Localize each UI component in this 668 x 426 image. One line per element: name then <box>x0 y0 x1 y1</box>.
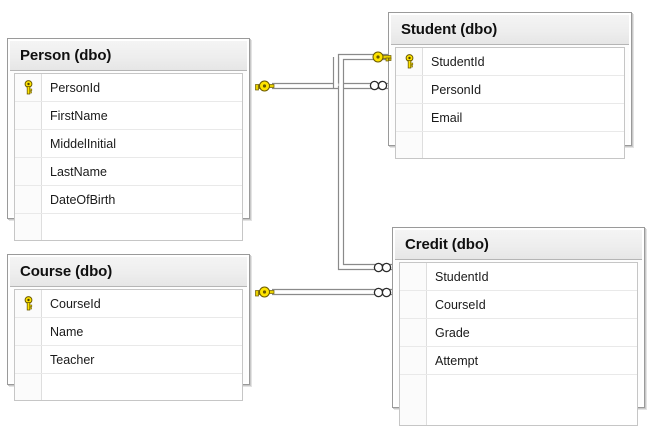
table-columns-person: PersonId FirstName MiddelInitial LastNam… <box>14 73 243 241</box>
entity-table-course[interactable]: Course (dbo) CourseId <box>7 254 250 401</box>
column-name: LastName <box>50 164 107 179</box>
column-name: Name <box>50 324 84 339</box>
column-name: Attempt <box>435 353 479 368</box>
column-row[interactable]: PersonId <box>15 74 242 102</box>
column-name: DateOfBirth <box>50 192 116 207</box>
infinity-glyph-student-personid[interactable] <box>369 79 389 92</box>
column-name: FirstName <box>50 108 108 123</box>
infinity-glyph-credit-courseid[interactable] <box>373 286 393 299</box>
column-row[interactable]: FirstName <box>15 102 242 130</box>
empty-row[interactable] <box>15 214 242 240</box>
column-row[interactable]: CourseId <box>400 291 637 319</box>
column-row[interactable]: LastName <box>15 158 242 186</box>
column-name: CourseId <box>435 297 486 312</box>
key-glyph-person-personid[interactable] <box>253 77 275 95</box>
key-icon <box>15 80 41 95</box>
table-title-credit: Credit (dbo) <box>405 236 489 253</box>
column-name: MiddelInitial <box>50 136 117 151</box>
column-name: Email <box>431 110 463 125</box>
empty-row[interactable] <box>400 375 637 425</box>
table-header-student[interactable]: Student (dbo) <box>391 15 629 45</box>
connector-branch-rail <box>332 57 340 89</box>
table-title-person: Person (dbo) <box>20 47 112 64</box>
entity-table-person[interactable]: Person (dbo) PersonId <box>7 38 250 241</box>
connector-student-credit <box>337 53 392 271</box>
empty-row[interactable] <box>396 132 624 158</box>
column-row[interactable]: Teacher <box>15 346 242 374</box>
column-row[interactable]: StudentId <box>400 263 637 291</box>
column-name: PersonId <box>50 80 101 95</box>
table-columns-credit: StudentId CourseId Grade Attempt <box>399 262 638 426</box>
column-name: PersonId <box>431 82 482 97</box>
column-row[interactable]: Attempt <box>400 347 637 375</box>
column-name: Teacher <box>50 352 95 367</box>
column-name: Grade <box>435 325 470 340</box>
key-glyph-course-courseid[interactable] <box>253 283 275 301</box>
table-columns-student: StudentId PersonId Email <box>395 47 625 159</box>
table-header-person[interactable]: Person (dbo) <box>10 41 247 71</box>
connector-course-credit <box>272 288 392 296</box>
key-icon <box>15 296 41 311</box>
column-row[interactable]: CourseId <box>15 290 242 318</box>
column-row[interactable]: Name <box>15 318 242 346</box>
column-row[interactable]: PersonId <box>396 76 624 104</box>
entity-table-credit[interactable]: Credit (dbo) StudentId CourseId Grade <box>392 227 645 426</box>
column-row[interactable]: Grade <box>400 319 637 347</box>
empty-row[interactable] <box>15 374 242 400</box>
table-header-course[interactable]: Course (dbo) <box>10 257 247 287</box>
infinity-glyph-credit-studentid[interactable] <box>373 261 393 274</box>
column-row[interactable]: DateOfBirth <box>15 186 242 214</box>
column-row[interactable]: MiddelInitial <box>15 130 242 158</box>
table-columns-course: CourseId Name Teacher <box>14 289 243 401</box>
key-icon <box>396 54 422 69</box>
key-glyph-student-studentid[interactable] <box>370 48 392 66</box>
column-name: StudentId <box>431 54 485 69</box>
column-row[interactable]: Email <box>396 104 624 132</box>
entity-table-student[interactable]: Student (dbo) StudentId <box>388 12 632 159</box>
table-title-course: Course (dbo) <box>20 263 113 280</box>
column-name: CourseId <box>50 296 101 311</box>
column-name: StudentId <box>435 269 489 284</box>
column-row[interactable]: StudentId <box>396 48 624 76</box>
table-header-credit[interactable]: Credit (dbo) <box>395 230 642 260</box>
relationship-connectors <box>272 53 392 296</box>
table-title-student: Student (dbo) <box>401 21 498 38</box>
connector-person-student <box>272 82 388 90</box>
